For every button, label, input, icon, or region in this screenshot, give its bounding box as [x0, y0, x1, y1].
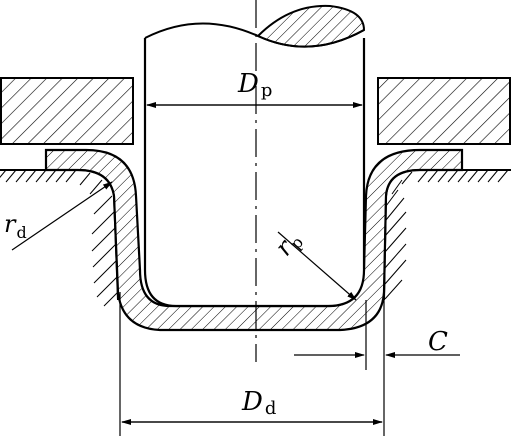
dimension-clearance: C	[294, 300, 460, 370]
die-right-hatch	[384, 169, 509, 300]
blank-holder-left	[0, 77, 134, 145]
punch	[143, 4, 366, 308]
clearance-label: C	[428, 327, 448, 357]
rd-label: rd	[4, 210, 27, 242]
blank-sheet	[44, 148, 464, 332]
punch-break-hatch	[256, 4, 366, 48]
blank-holder	[0, 77, 511, 145]
blank-sheet-body	[44, 148, 464, 332]
dimension-rd: rd	[4, 181, 113, 251]
die-left-hatch	[0, 169, 119, 307]
blank-holder-right	[377, 77, 511, 145]
die-right-outline	[383, 169, 511, 301]
